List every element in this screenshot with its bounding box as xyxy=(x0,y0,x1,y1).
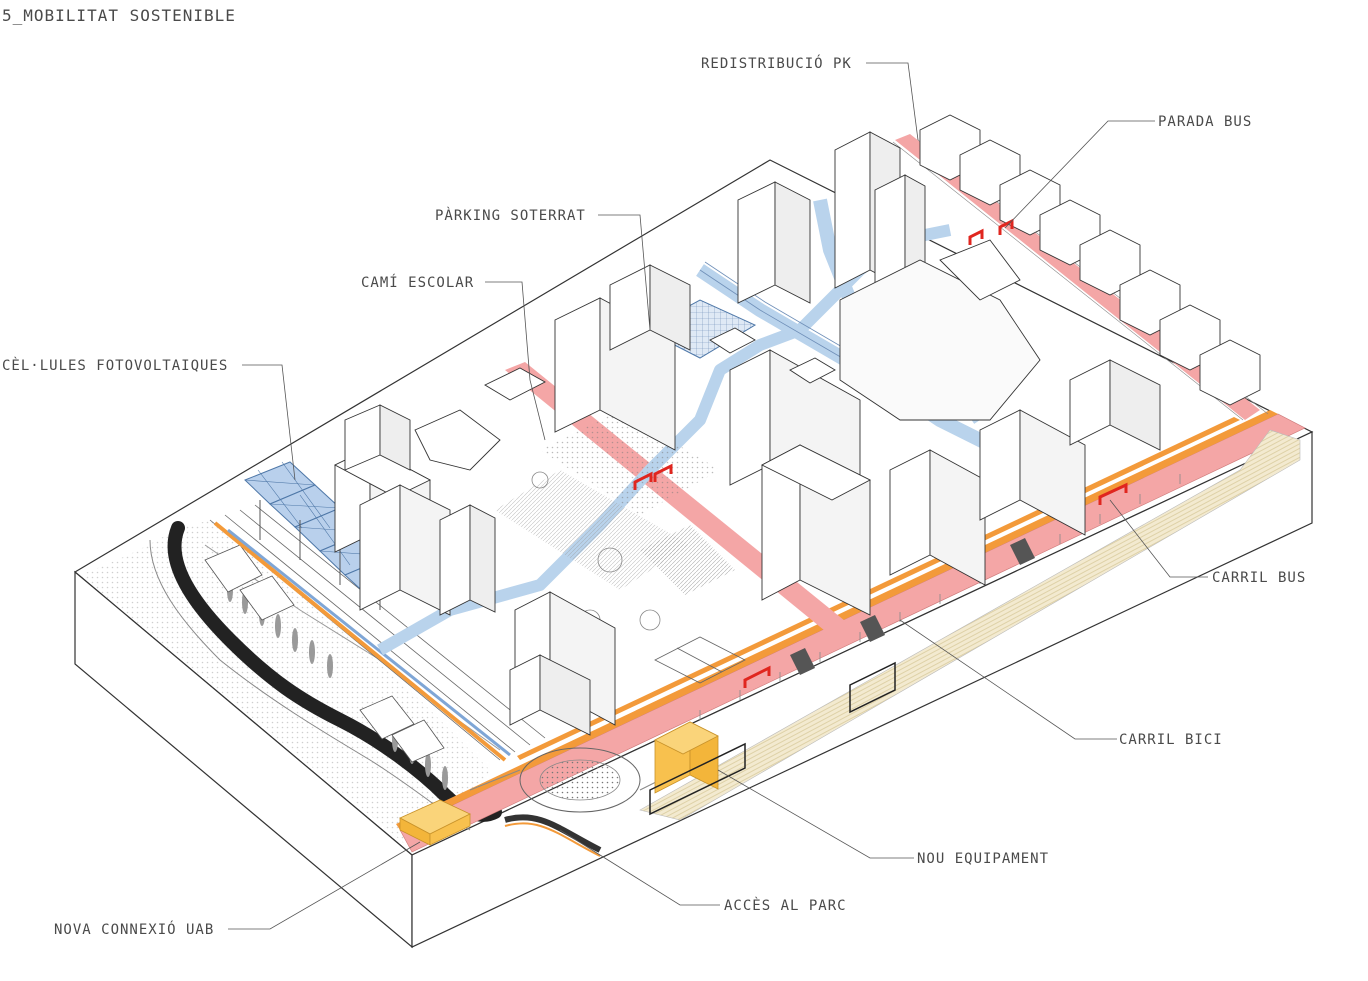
leader-parking-soterrat xyxy=(598,214,651,331)
building-block xyxy=(359,484,451,616)
leader-acces-al-parc xyxy=(559,829,720,906)
central-square xyxy=(495,410,735,631)
building-tall xyxy=(761,444,871,616)
building-pavilion xyxy=(414,409,501,471)
label-nou-equipament: NOU EQUIPAMENT xyxy=(917,851,1050,867)
river xyxy=(167,521,502,822)
blue-rail-line xyxy=(227,528,511,757)
label-cellules-fotovoltaiques: CÈL·LULES FOTOVOLTAIQUES xyxy=(2,358,229,374)
page-title: 5_MOBILITAT SOSTENIBLE xyxy=(2,6,236,25)
building-block xyxy=(509,654,591,736)
label-parking-soterrat: PÀRKING SOTERRAT xyxy=(435,208,586,224)
new-equipment xyxy=(649,661,896,816)
building-cluster-round xyxy=(839,239,1041,421)
leader-nova-connexio-uab xyxy=(228,841,421,930)
leader-carril-bus xyxy=(1109,499,1208,578)
building-block xyxy=(1069,359,1161,451)
leader-parada-bus xyxy=(1004,120,1155,229)
park-area xyxy=(80,520,502,850)
bus-stops xyxy=(633,218,1128,688)
building-block xyxy=(554,297,676,451)
label-acces-al-parc: ACCÈS AL PARC xyxy=(724,898,847,914)
park-solar-panels xyxy=(204,544,445,763)
building-block xyxy=(344,404,411,471)
label-carril-bus: CARRIL BUS xyxy=(1212,570,1307,586)
building-block xyxy=(439,504,496,616)
label-carril-bici: CARRIL BICI xyxy=(1119,732,1223,748)
leader-nou-equipament xyxy=(717,769,914,859)
crosswalks xyxy=(790,538,1035,675)
leader-cami-escolar xyxy=(485,281,546,441)
building-block xyxy=(889,449,986,586)
label-nova-connexio-uab: NOVA CONNEXIÓ UAB xyxy=(54,922,215,938)
label-redistribucio-pk: REDISTRIBUCIÓ PK xyxy=(701,56,852,72)
sports-court xyxy=(654,636,746,684)
orange-rail-line xyxy=(213,521,507,762)
label-parada-bus: PARADA BUS xyxy=(1158,114,1253,130)
leader-redistribucio-pk xyxy=(866,62,919,141)
park-access xyxy=(504,814,602,857)
leader-carril-bici xyxy=(899,619,1117,740)
river-bank xyxy=(149,539,471,831)
building-block xyxy=(737,181,811,304)
leader-cellules xyxy=(242,364,296,481)
linear-park xyxy=(639,429,1301,821)
rail-strip xyxy=(209,504,546,762)
uab-connection-building xyxy=(399,799,471,846)
roundabout xyxy=(469,747,701,813)
leader-lines xyxy=(228,62,1208,930)
building-block xyxy=(979,409,1086,536)
label-cami-escolar: CAMÍ ESCOLAR xyxy=(361,275,475,291)
